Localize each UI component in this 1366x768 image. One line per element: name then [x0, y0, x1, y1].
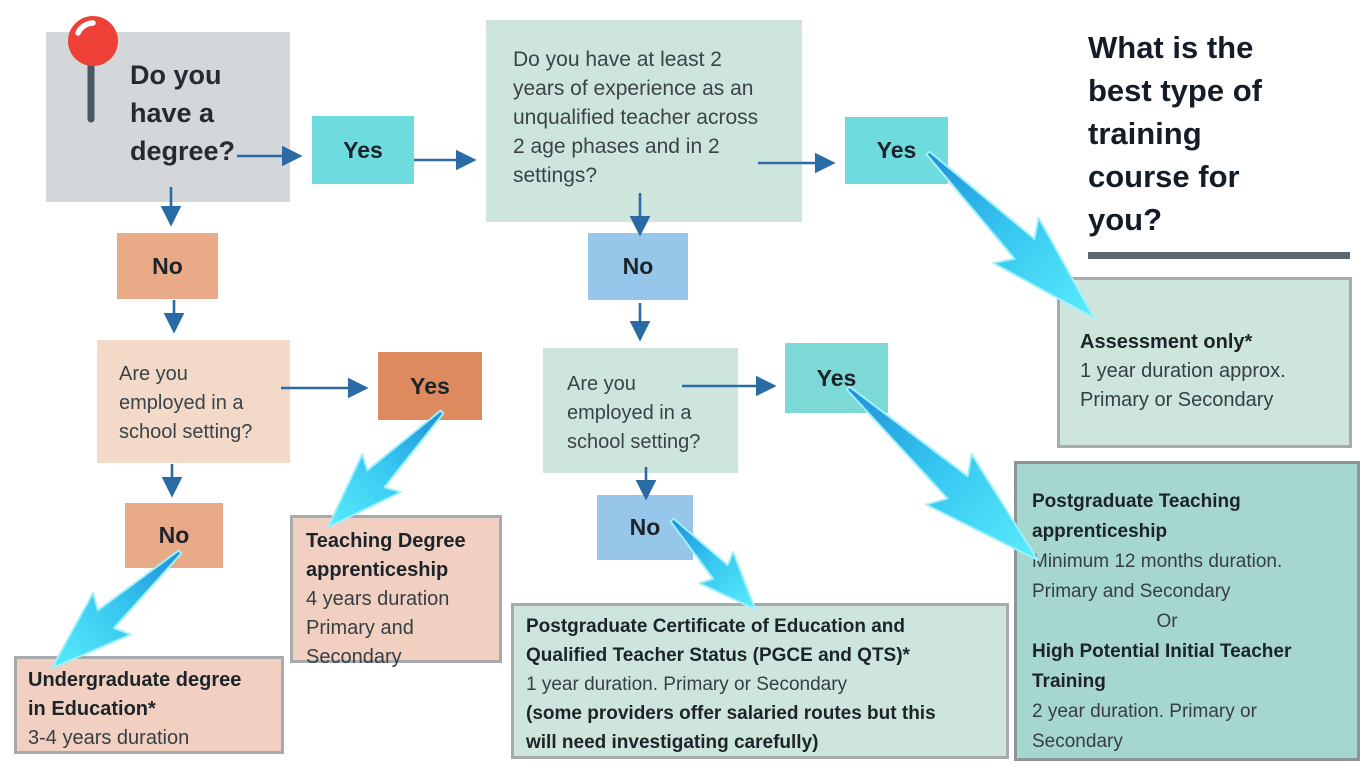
- result-heading: Postgraduate Teaching: [1032, 491, 1241, 512]
- result-heading: Postgraduate Certificate of Education an…: [526, 616, 905, 637]
- result-heading: apprenticeship: [1032, 521, 1168, 542]
- result-pgce-box: Postgraduate Certificate of Education an…: [511, 603, 1009, 759]
- result-alt-heading: High Potential Initial Teacher: [1032, 641, 1292, 662]
- question-experience-text: Do you have at least 2 years of experien…: [513, 48, 759, 187]
- result-or-separator: Or: [1156, 611, 1178, 632]
- page-title-line: What is the: [1088, 30, 1254, 65]
- question-employed-mid-text: Are you employed in a school setting?: [567, 373, 701, 453]
- page-title: What is the best type of training course…: [1088, 26, 1338, 241]
- result-postgrad-apprenticeship-box: Postgraduate Teaching apprenticeship Min…: [1014, 461, 1360, 761]
- no-badge-experience: No: [588, 233, 688, 300]
- result-heading: Assessment only*: [1080, 331, 1253, 353]
- result-alt-duration: 2 year duration. Primary or: [1032, 701, 1257, 722]
- question-experience-box: Do you have at least 2 years of experien…: [486, 20, 802, 222]
- yes-badge-experience: Yes: [845, 117, 948, 184]
- question-employed-mid-box: Are you employed in a school setting?: [543, 348, 738, 473]
- result-note: (some providers offer salaried routes bu…: [526, 703, 936, 724]
- result-duration: 1 year duration approx.: [1080, 360, 1286, 382]
- question-degree-box: Do you have a degree?: [46, 32, 290, 202]
- question-degree-text: Do you have a degree?: [130, 60, 236, 166]
- page-title-line: best type of: [1088, 73, 1262, 108]
- yes-badge-employed-left: Yes: [378, 352, 482, 420]
- yes-badge-degree: Yes: [312, 116, 414, 184]
- result-phases: Primary or Secondary: [1080, 389, 1274, 411]
- page-title-line: training: [1088, 116, 1202, 151]
- result-note: will need investigating carefully): [526, 732, 819, 753]
- result-duration: 1 year duration. Primary or Secondary: [526, 674, 848, 695]
- no-badge-employed-mid: No: [597, 495, 693, 560]
- result-duration: 3-4 years duration: [28, 727, 190, 749]
- result-duration: Minimum 12 months duration.: [1032, 551, 1283, 572]
- result-heading: Qualified Teacher Status (PGCE and QTS)*: [526, 645, 910, 666]
- result-duration: 4 years duration: [306, 588, 450, 610]
- result-teaching-degree-box: Teaching Degree apprenticeship 4 years d…: [290, 515, 502, 668]
- result-heading: Teaching Degree: [306, 530, 466, 552]
- result-phases: Primary and: [306, 617, 414, 639]
- result-phases: Primary and Secondary: [1032, 581, 1231, 602]
- result-heading: in Education*: [28, 698, 156, 720]
- question-employed-left-text: Are you employed in a school setting?: [119, 363, 253, 443]
- result-assessment-box: Assessment only* 1 year duration approx.…: [1057, 277, 1352, 448]
- result-heading: Undergraduate degree: [28, 669, 242, 691]
- page-title-line: course for: [1088, 159, 1240, 194]
- result-undergraduate-box: Undergraduate degree in Education* 3-4 y…: [14, 656, 284, 754]
- question-employed-left-box: Are you employed in a school setting?: [97, 340, 290, 463]
- result-heading: apprenticeship: [306, 559, 449, 581]
- no-badge-degree: No: [117, 233, 218, 299]
- result-phases: Secondary: [306, 646, 402, 668]
- page-title-line: you?: [1088, 202, 1163, 237]
- title-underline: [1088, 252, 1350, 259]
- result-alt-duration: Secondary: [1032, 731, 1123, 752]
- yes-badge-employed-mid: Yes: [785, 343, 888, 413]
- no-badge-employed-left: No: [125, 503, 223, 568]
- result-alt-heading: Training: [1032, 671, 1106, 692]
